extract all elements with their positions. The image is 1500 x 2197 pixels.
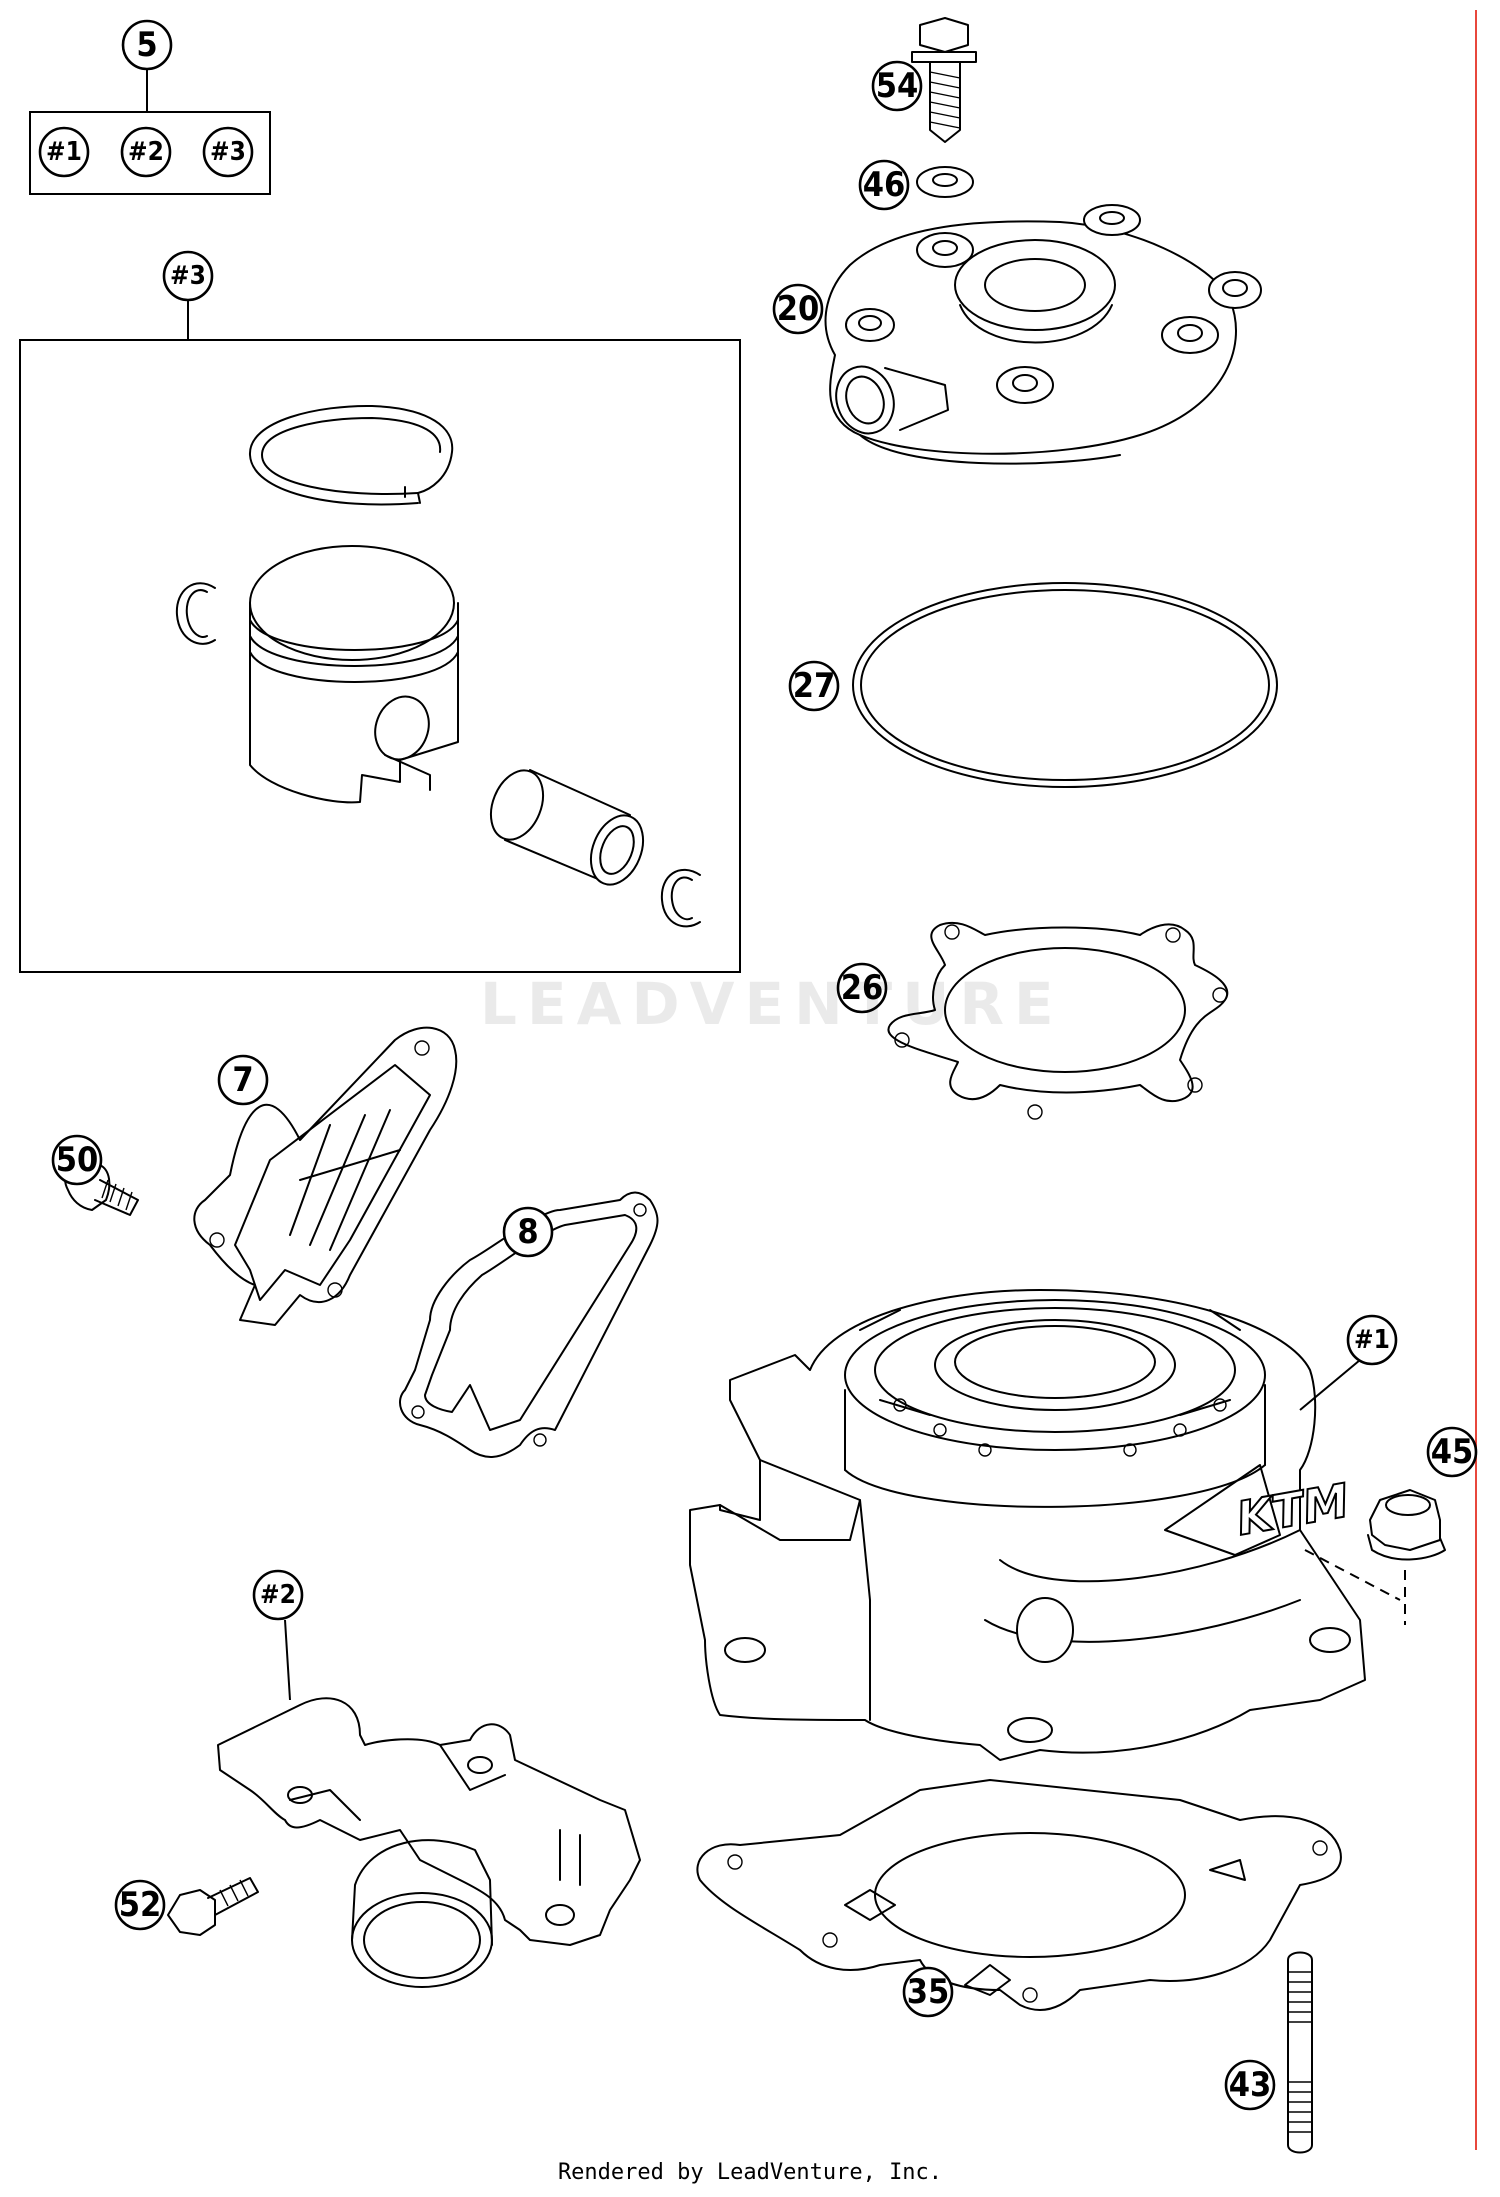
callout-50[interactable]: 50 [51, 1134, 103, 1186]
piston-ring [248, 404, 454, 506]
piston-pin [489, 769, 645, 886]
svg-text:26: 26 [841, 968, 884, 1008]
callout-45[interactable]: 45 [1426, 1426, 1478, 1478]
svg-text:5: 5 [136, 25, 157, 65]
callout-5[interactable]: 5 [121, 19, 173, 71]
leader-lines [284, 1359, 1361, 1701]
piston-kit-box [19, 300, 741, 973]
o-ring-27 [852, 582, 1278, 788]
callout-43[interactable]: 43 [1224, 2059, 1276, 2111]
callout-20[interactable]: 20 [772, 283, 824, 335]
callout-26[interactable]: 26 [836, 962, 888, 1014]
svg-text:27: 27 [793, 666, 836, 706]
callout-54[interactable]: 54 [871, 60, 923, 112]
cylinder-head-20 [824, 204, 1262, 465]
callout-piston-kit[interactable]: #3 [162, 250, 214, 302]
svg-text:52: 52 [119, 1885, 162, 1925]
reed-valve-housing-7 [193, 1026, 458, 1326]
circlip-right [660, 869, 701, 928]
svg-text:20: 20 [777, 289, 820, 329]
washer-46 [916, 166, 974, 198]
svg-text:7: 7 [232, 1060, 253, 1100]
svg-text:43: 43 [1229, 2065, 1272, 2105]
callout-kit-1[interactable]: #1 [38, 126, 90, 178]
callout-46[interactable]: 46 [858, 159, 910, 211]
watermark-text: LEADVENTURE [480, 970, 1064, 1038]
svg-text:#1: #1 [1354, 1325, 1390, 1355]
svg-text:45: 45 [1431, 1432, 1474, 1472]
piston [249, 545, 459, 804]
svg-text:#2: #2 [128, 137, 164, 167]
svg-text:46: 46 [863, 165, 906, 205]
callout-cylinder-1[interactable]: #1 [1346, 1314, 1398, 1366]
callout-intake-2[interactable]: #2 [252, 1569, 304, 1621]
svg-text:#1: #1 [46, 137, 82, 167]
kit-5-group [29, 70, 271, 195]
svg-text:#2: #2 [260, 1580, 296, 1610]
bolt-54 [911, 17, 977, 143]
svg-text:54: 54 [876, 66, 919, 106]
base-gasket-35 [696, 1779, 1342, 2011]
callout-52[interactable]: 52 [114, 1879, 166, 1931]
nut-45 [1304, 1489, 1446, 1625]
bolt-52 [167, 1877, 259, 1936]
callout-8[interactable]: 8 [502, 1206, 554, 1258]
callout-kit-3[interactable]: #3 [202, 126, 254, 178]
intake-flange-2 [217, 1697, 641, 1988]
footer-credit: Rendered by LeadVenture, Inc. [557, 2160, 943, 2185]
callout-7[interactable]: 7 [217, 1054, 269, 1106]
callout-27[interactable]: 27 [788, 660, 840, 712]
stud-43 [1287, 1951, 1313, 2154]
svg-text:50: 50 [56, 1140, 99, 1180]
circlip-left [175, 582, 216, 645]
svg-text:#3: #3 [170, 261, 206, 291]
reed-gasket-8 [399, 1191, 659, 1458]
callout-35[interactable]: 35 [902, 1966, 954, 2018]
callout-kit-2[interactable]: #2 [120, 126, 172, 178]
svg-text:8: 8 [517, 1212, 538, 1252]
svg-text:35: 35 [907, 1972, 950, 2012]
cylinder-1: KTM [689, 1289, 1366, 1761]
cylinder-logo: KTM [1233, 1473, 1353, 1546]
svg-text:#3: #3 [210, 137, 246, 167]
head-gasket-26 [887, 921, 1229, 1120]
